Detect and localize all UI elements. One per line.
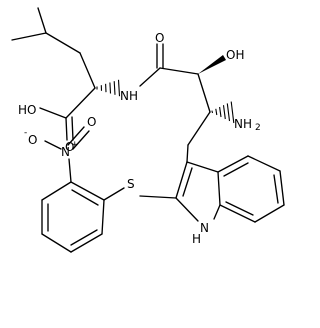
amide-group	[139, 43, 199, 87]
nitro-minus-label: -	[24, 128, 27, 138]
hydroxyl-label: HO	[18, 103, 36, 117]
bond-alpha-carboxyl-c	[65, 87, 96, 119]
amide-oxygen-label: O	[155, 31, 164, 45]
bond-c5-c6-inner	[273, 174, 279, 204]
bond-ch-ch2	[45, 32, 81, 54]
bond-n1-c7a	[213, 204, 221, 220]
bond-carbonyl-choh	[159, 67, 199, 75]
bond-choh-chnh2	[197, 73, 211, 113]
bond-ar6-ar1	[101, 199, 105, 235]
hashed-bond-alpha-nh	[96, 79, 121, 97]
amine-label: NH	[234, 117, 252, 131]
bond-nh-carbonyl	[139, 67, 161, 87]
bond-ar4-ar5	[41, 233, 72, 253]
bond-ch-ch2-indole	[187, 111, 211, 146]
bond-c-o-double-b	[71, 116, 74, 141]
bond-c2-n1	[175, 197, 199, 222]
bond-c2-s	[139, 195, 177, 199]
nitrophenyl-ring	[41, 158, 125, 253]
bond-ar1-ar2	[70, 181, 105, 201]
bond-ar5-ar6	[70, 233, 103, 253]
nitro-o-minus-label: O	[28, 133, 37, 147]
bond-ar2-nitro	[68, 158, 72, 183]
bond-c7-c7a-inner	[225, 201, 254, 216]
indole-ring	[175, 155, 285, 223]
nitro-o-top-label: O	[87, 115, 96, 129]
bond-c-o-double-a	[65, 117, 68, 141]
wedge-bond-oh	[198, 55, 226, 74]
bond-c7-c7a	[219, 204, 256, 223]
bond-c6-c7	[254, 204, 285, 223]
bond-c-oh	[39, 107, 67, 119]
bond-c3a-c4-inner	[223, 162, 249, 177]
bond-ar1-ar2-inner	[71, 189, 99, 206]
bond-c7a-c3a	[217, 171, 221, 206]
carboxyl-oxygen-label: O	[65, 140, 74, 154]
nitro-plus-label: +	[71, 140, 79, 150]
indole-h-label: H	[192, 232, 201, 246]
sulfur-label: S	[127, 177, 135, 191]
bond-ch3-top	[37, 7, 47, 34]
bond-c3-c2-inner	[182, 167, 193, 197]
chemical-structure-diagram: HO O NH O OH NH 2 S N H N + O O -	[11, 7, 285, 253]
bond-n-o-double-b	[72, 130, 90, 150]
bond-c5-c6	[279, 170, 285, 206]
carboxyl-group	[39, 87, 96, 141]
bond-n-o-double-a	[67, 126, 85, 146]
bond-c3-c3a	[186, 161, 219, 173]
leucine-side-chain	[11, 7, 96, 89]
hydroxy-label: OH	[226, 48, 244, 62]
nitro-group	[44, 126, 90, 150]
bond-ch3-left	[11, 32, 47, 41]
bond-n-o-minus	[44, 140, 62, 150]
bond-s-ar1	[103, 187, 125, 201]
hashed-bond-nh2	[211, 101, 235, 124]
bond-ar5-ar6-inner	[70, 229, 98, 246]
bond-ar2-ar3	[41, 181, 72, 201]
bond-c3-c2	[175, 161, 188, 199]
amine-subscript: 2	[255, 123, 261, 133]
amide-nh-label: NH	[120, 89, 138, 103]
indole-n-label: N	[200, 221, 209, 235]
bond-ch2-c3	[186, 144, 189, 163]
bond-c3a-c4	[217, 155, 249, 173]
nitro-n-label: N	[61, 145, 70, 159]
bond-ch2-alpha	[79, 52, 96, 89]
bond-c4-c5	[247, 155, 281, 172]
